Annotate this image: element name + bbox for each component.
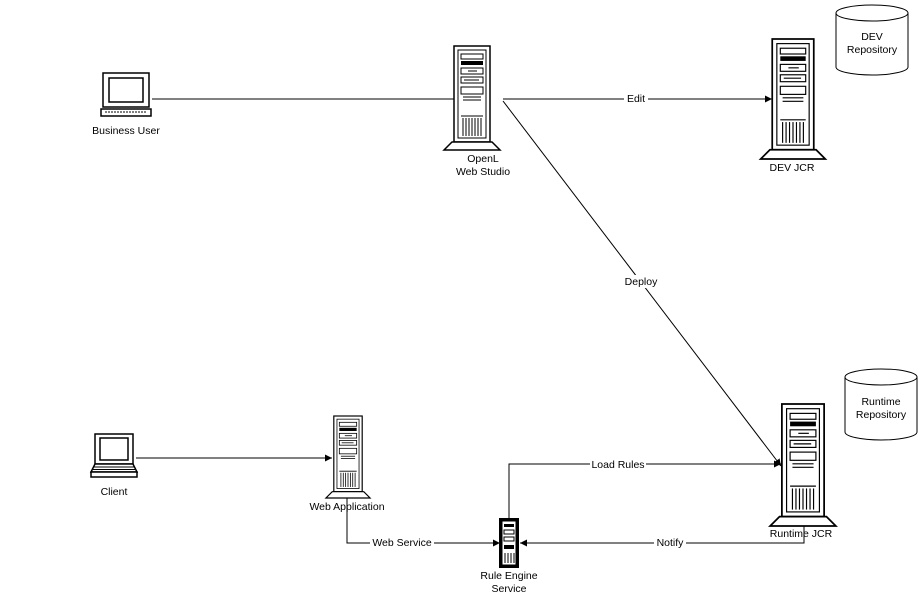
edge-label-deploy: Deploy <box>622 275 660 288</box>
edge-notify <box>520 524 805 547</box>
node-rule-engine: Rule Engine Service <box>480 517 538 595</box>
node-label: Runtime JCR <box>770 528 833 540</box>
node-client: Client <box>90 433 138 498</box>
desktop-computer-icon <box>100 72 152 117</box>
database-cylinder-icon <box>835 13 909 76</box>
node-business-user: Business User <box>92 72 160 137</box>
node-label-line-2: Repository <box>856 409 907 421</box>
svg-text:Deploy: Deploy <box>625 276 658 288</box>
node-label-line-1: Runtime <box>861 396 900 408</box>
edge-load-rules <box>508 460 781 518</box>
node-label-line-2: Web Studio <box>456 166 510 178</box>
node-label: Business User <box>92 125 160 137</box>
server-tower-icon <box>325 415 371 499</box>
svg-text:Load Rules: Load Rules <box>591 459 644 471</box>
edge-web-service <box>346 497 500 547</box>
edge-label-edit: Edit <box>624 92 648 105</box>
edge-label-notify: Notify <box>654 536 686 549</box>
node-label-line-1: OpenL <box>467 153 499 165</box>
node-label-line-2: Repository <box>847 44 898 56</box>
edge-label-web-service: Web Service <box>370 536 434 549</box>
node-label-line-2: Service <box>491 583 526 595</box>
node-web-application: Web Application <box>309 415 385 513</box>
edge-labels: Edit Deploy Load Rules Web Service Notif… <box>370 92 686 549</box>
node-label: DEV JCR <box>770 162 815 174</box>
small-server-icon <box>498 517 520 569</box>
node-label: Web Application <box>309 501 384 513</box>
edge-label-load-rules: Load Rules <box>590 457 646 471</box>
node-label: Client <box>101 486 128 498</box>
laptop-icon <box>90 433 138 478</box>
node-runtime-jcr: Runtime JCR <box>768 402 838 540</box>
node-dev-repository: DEV Repository <box>835 4 909 76</box>
node-web-studio: OpenL Web Studio <box>443 45 510 178</box>
node-label-line-1: Rule Engine <box>480 570 537 582</box>
server-tower-icon <box>443 45 501 151</box>
node-dev-jcr: DEV JCR <box>759 37 827 174</box>
node-runtime-repository: Runtime Repository <box>844 368 918 441</box>
database-top <box>835 4 909 22</box>
node-label-line-1: DEV <box>861 31 883 43</box>
database-top <box>844 368 918 386</box>
database-cylinder-icon <box>844 377 918 441</box>
svg-text:Web Service: Web Service <box>372 537 431 549</box>
svg-text:Notify: Notify <box>657 537 685 549</box>
svg-text:Edit: Edit <box>627 93 645 105</box>
